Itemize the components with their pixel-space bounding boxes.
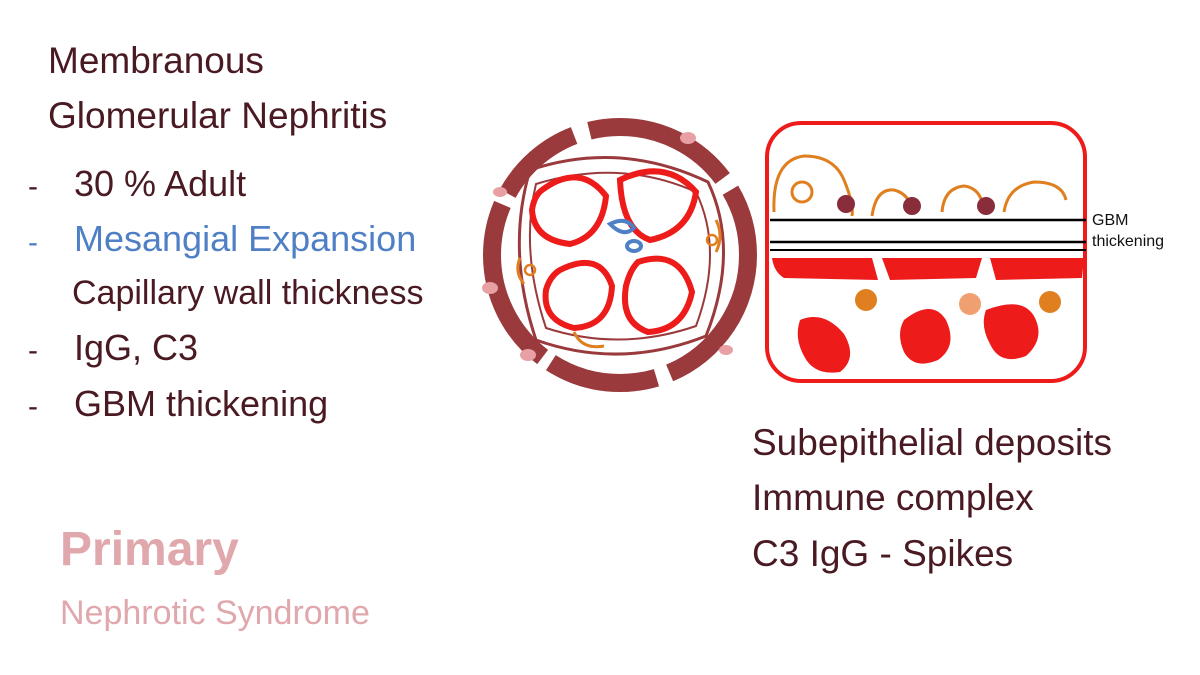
foot-process: [1002, 180, 1068, 213]
podocyte-nucleus: [705, 233, 719, 247]
capillary-loop: [622, 255, 696, 336]
capsule-cell: [520, 349, 536, 361]
gbm-label-line-1: GBM: [1092, 212, 1129, 229]
bullet-igg-c3: IgG, C3: [74, 327, 199, 368]
magnified-gbm-diagram: [765, 121, 1087, 383]
capsule-cell: [482, 282, 498, 294]
podocyte: [516, 257, 526, 285]
bullet-dash-1: -: [28, 170, 38, 203]
primary-subtitle: Nephrotic Syndrome: [60, 594, 370, 632]
title-line-1: Membranous: [48, 40, 264, 81]
capsule-cell: [719, 345, 733, 355]
podocyte-nucleus: [523, 263, 537, 277]
primary-label: Primary: [60, 523, 239, 576]
endothelial-cell: [882, 258, 982, 280]
bullet-capillary-wall: Capillary wall thickness: [72, 274, 424, 312]
bullet-gbm-thickening: GBM thickening: [74, 383, 329, 424]
bullet-dash-5: -: [28, 390, 38, 423]
orange-cell: [1039, 291, 1061, 313]
red-blood-cell: [797, 317, 851, 373]
subepithelial-deposit: [837, 195, 855, 213]
gbm-label-line-2: thickening: [1092, 232, 1165, 250]
red-blood-cell: [900, 309, 951, 364]
capillary-loop: [542, 259, 616, 332]
bullet-dash-4: -: [28, 334, 38, 367]
title-line-2: Glomerular Nephritis: [48, 95, 388, 136]
finding-subepithelial-deposits: Subepithelial deposits: [752, 422, 1112, 463]
mesangial-cell: [606, 218, 637, 235]
podocyte: [572, 331, 605, 349]
red-blood-cell: [983, 304, 1039, 360]
mesangial-cell: [625, 239, 643, 253]
subepithelial-deposit: [977, 197, 995, 215]
bowman-capsule: [483, 118, 757, 392]
capsule-cell: [680, 132, 696, 144]
bullet-adult: 30 % Adult: [74, 163, 247, 204]
finding-immune-complex: Immune complex: [752, 477, 1034, 518]
gbm-label: GBM thickening: [1092, 211, 1164, 253]
glomerulus-diagram: [482, 118, 757, 392]
podocyte: [714, 219, 722, 253]
orange-cell: [855, 289, 877, 311]
capillary-loop: [528, 174, 610, 248]
endothelial-cell: [772, 258, 878, 280]
bullet-dash-2: -: [28, 226, 38, 259]
orange-cell: [959, 293, 981, 315]
endothelial-cell: [990, 258, 1084, 280]
podocyte-nucleus: [790, 180, 814, 204]
bullet-mesangial-expansion: Mesangial Expansion: [74, 218, 417, 259]
finding-c3-igg-spikes: C3 IgG - Spikes: [752, 533, 1014, 574]
capsule-cell: [493, 187, 507, 197]
subepithelial-deposit: [903, 197, 921, 215]
